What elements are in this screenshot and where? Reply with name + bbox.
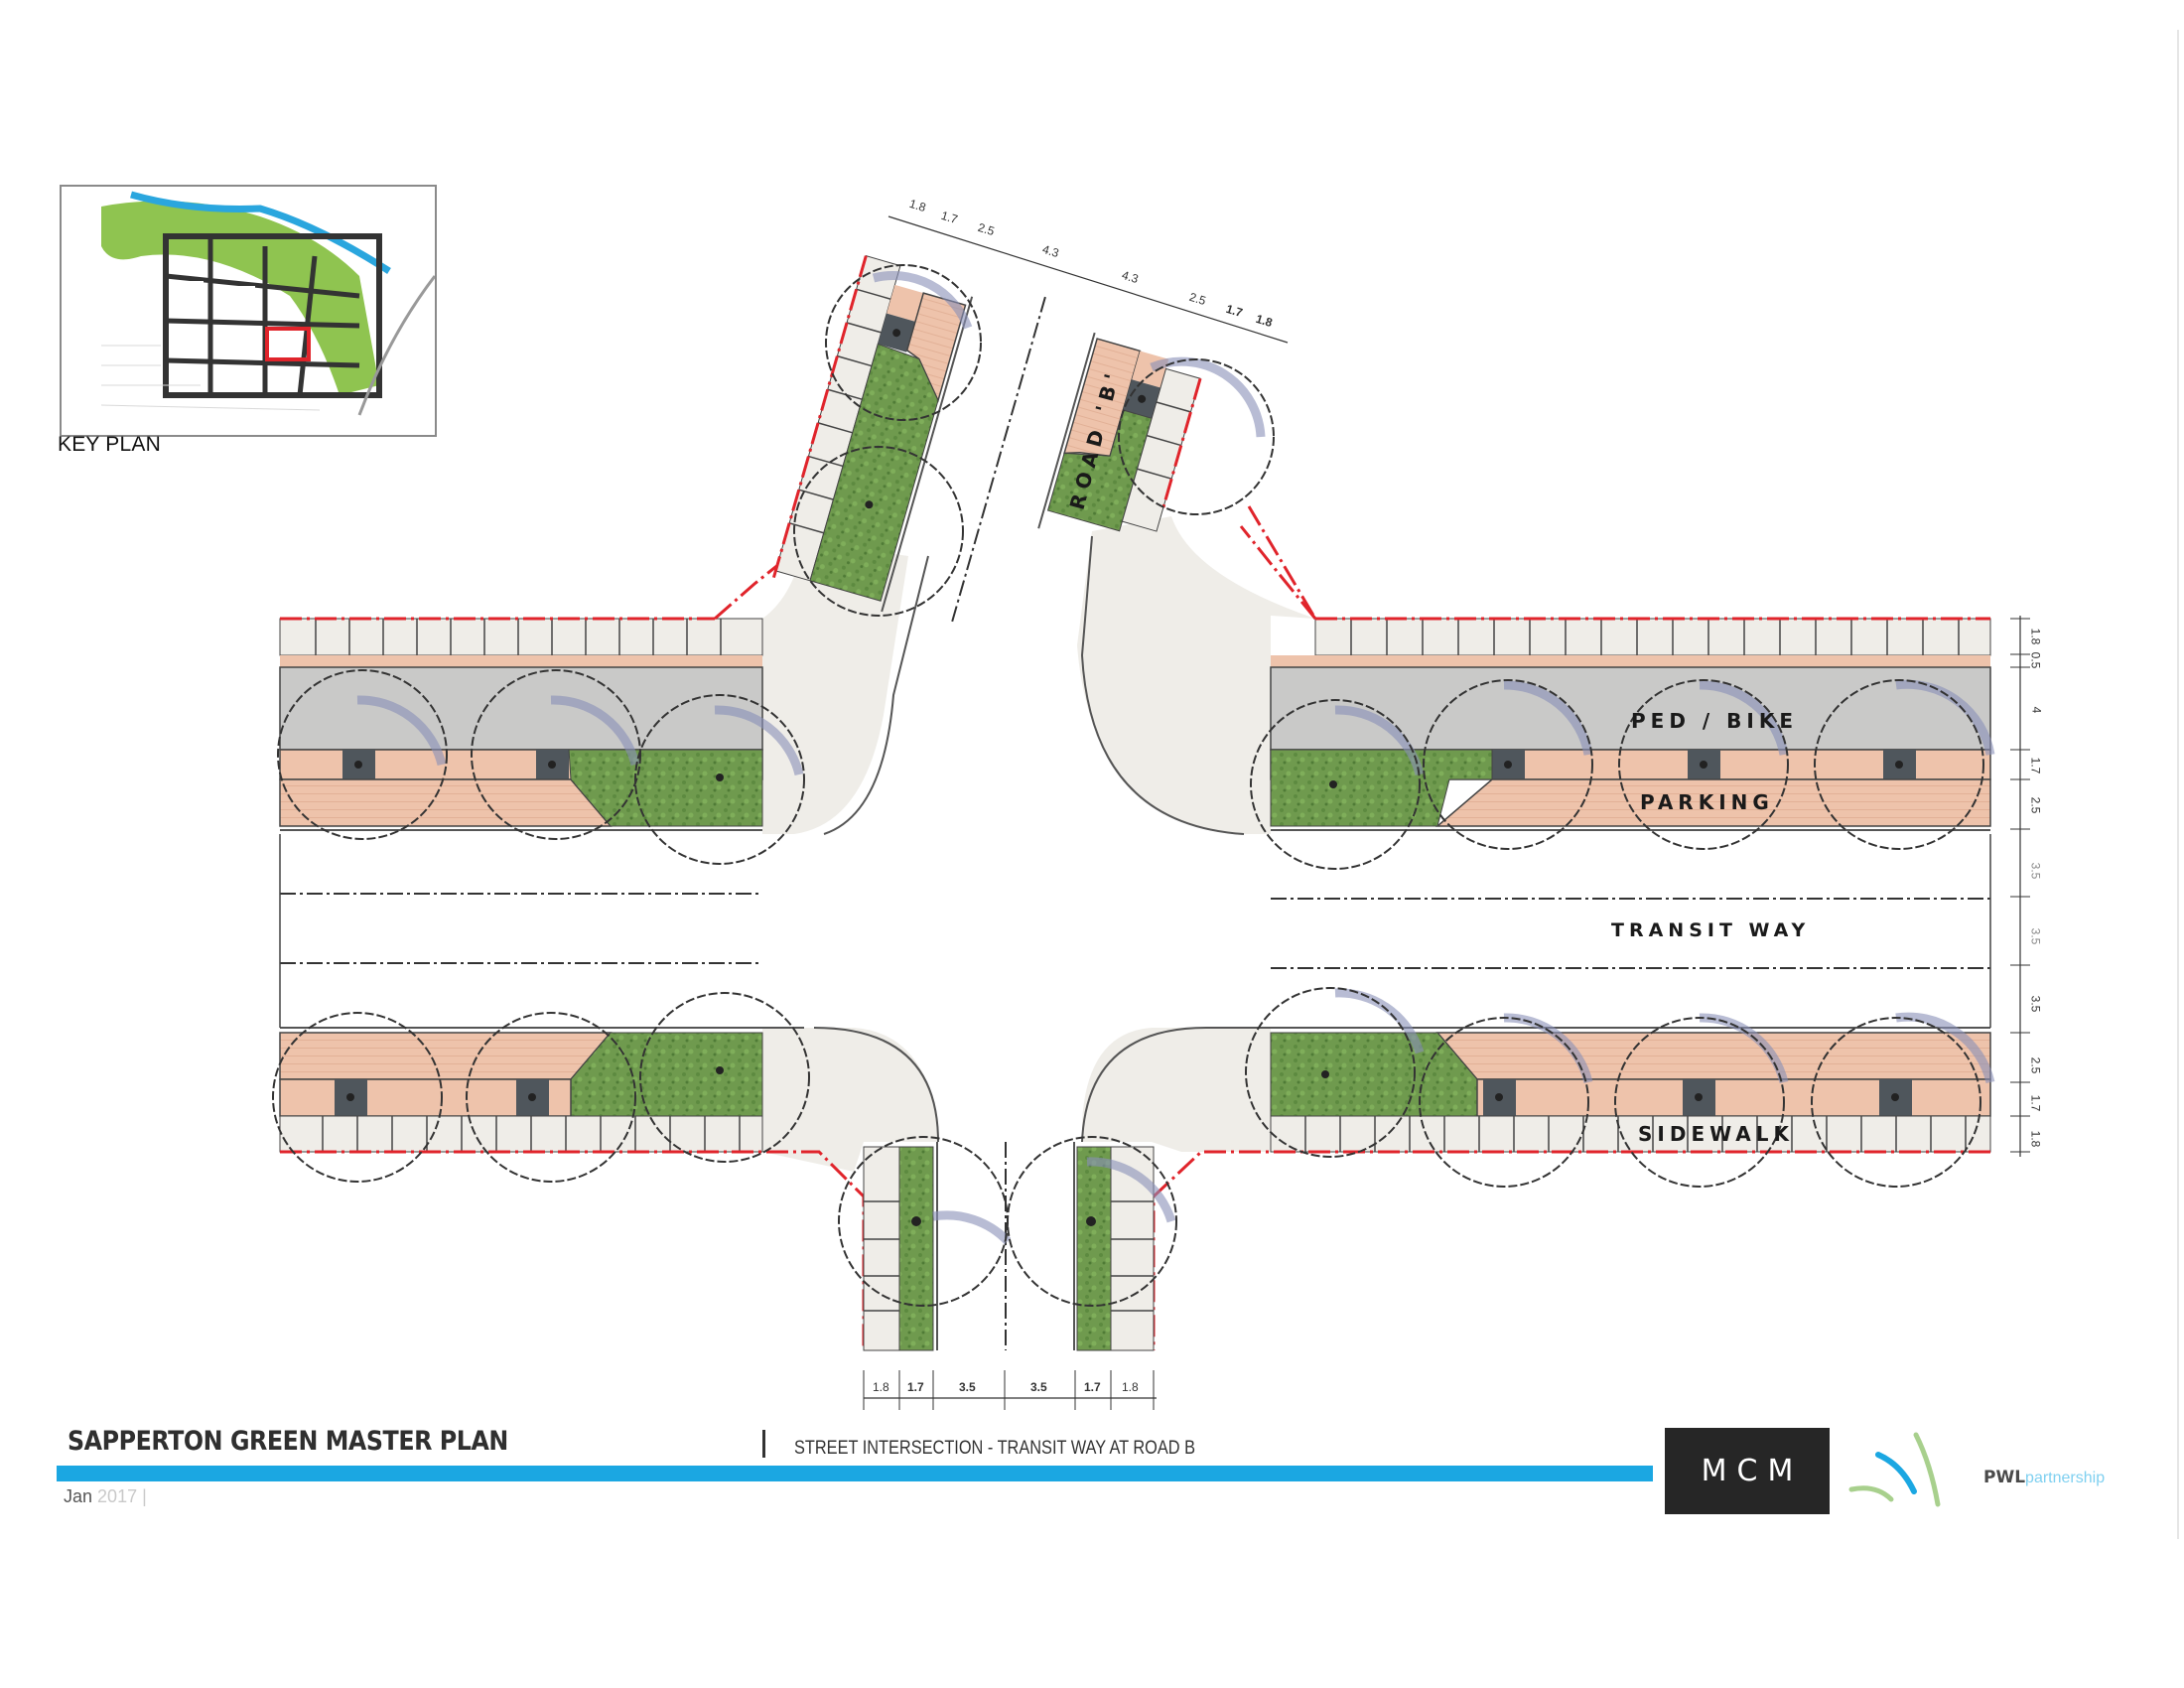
key-plan-map — [60, 185, 437, 437]
issue-date-year: 2017 — [97, 1486, 138, 1506]
east-arm-south-side — [1152, 1027, 1991, 1350]
scan-edge-line — [2177, 30, 2179, 1539]
right-dimension: 1.8 — [2028, 628, 2043, 645]
intersection-plaza — [762, 516, 1315, 1172]
tree-canopies — [272, 264, 1995, 1307]
right-dimension: 3.5 — [2028, 995, 2043, 1013]
bottom-dimension: 3.5 — [959, 1380, 976, 1394]
bottom-dimension: 3.5 — [1030, 1380, 1047, 1394]
right-dimension: 0.5 — [2028, 651, 2043, 669]
pwl-logo-bold: PWL — [1983, 1468, 2026, 1487]
title-separator — [762, 1430, 765, 1458]
ped-bike-label: PED / BIKE — [1631, 709, 1798, 733]
mcm-logo-text: MCM — [1701, 1454, 1804, 1488]
right-dimension: 2.5 — [2028, 1056, 2043, 1074]
south-west-arm — [863, 1142, 938, 1351]
key-plan-map-graphic — [100, 191, 435, 416]
transit-way-centerlines — [280, 893, 1990, 969]
issue-date-month: Jan — [64, 1486, 93, 1506]
key-plan-label: KEY PLAN — [58, 433, 161, 456]
east-arm-north-side — [1239, 525, 1991, 831]
pwl-logo-light: partnership — [2025, 1470, 2106, 1486]
title-accent-bar — [57, 1466, 1653, 1481]
right-dimension: 1.7 — [2028, 1094, 2043, 1112]
sheet-title: STREET INTERSECTION - TRANSIT WAY AT ROA… — [794, 1438, 1196, 1459]
pwl-leaf-icon — [1848, 1432, 1941, 1507]
west-arm-north-side — [279, 554, 790, 831]
transit-way-label: TRANSIT WAY — [1611, 919, 1811, 941]
key-plan-highlight-box — [265, 327, 311, 361]
dimension-lines — [863, 215, 2030, 1410]
right-dimension: 2.5 — [2028, 796, 2043, 814]
bottom-dimension: 1.8 — [1122, 1380, 1139, 1394]
south-east-arm — [1073, 1142, 1155, 1351]
mcm-logo: MCM — [1665, 1428, 1830, 1514]
parking-label: PARKING — [1640, 790, 1774, 814]
bottom-dimension: 1.7 — [907, 1380, 924, 1394]
pwl-logo: PWLpartnership — [1983, 1468, 2105, 1487]
right-dimension: 3.5 — [2028, 862, 2043, 880]
north-east-arm — [1037, 332, 1202, 532]
issue-date: Jan 2017 | — [64, 1486, 147, 1506]
west-arm-south-side — [279, 1027, 866, 1350]
right-dimension: 1.7 — [2028, 757, 2043, 774]
road-b-centerline — [951, 296, 1046, 623]
right-dimension: 1.8 — [2028, 1130, 2043, 1148]
bottom-dimension: 1.7 — [1084, 1380, 1101, 1394]
sidewalk-label: SIDEWALK — [1638, 1122, 1794, 1146]
right-dimension: 3.5 — [2028, 927, 2043, 945]
north-west-arm — [771, 255, 974, 613]
bottom-dimension: 1.8 — [873, 1380, 889, 1394]
project-title: SAPPERTON GREEN MASTER PLAN — [68, 1426, 508, 1457]
right-dimension: 4 — [2029, 706, 2044, 714]
